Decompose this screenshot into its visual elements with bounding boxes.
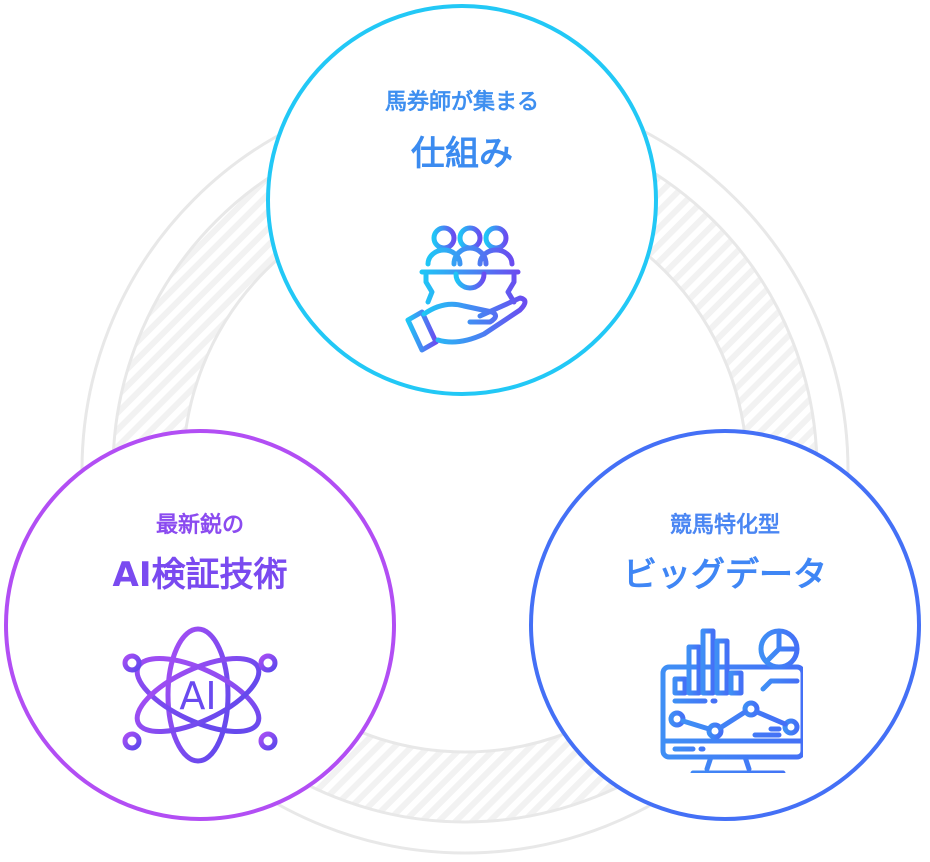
node-title: AI検証技術 bbox=[112, 555, 288, 595]
node-title: 仕組み bbox=[411, 134, 513, 174]
node-title: ビッグデータ bbox=[623, 555, 827, 595]
ai-atom-icon: AI bbox=[122, 626, 278, 764]
node-subtitle: 最新鋭の bbox=[155, 513, 244, 538]
node-subtitle: 競馬特化型 bbox=[669, 513, 780, 538]
node-ai: 最新鋭の AI検証技術 AI bbox=[4, 429, 396, 821]
node-mechanism: 馬券師が集まる 仕組み bbox=[266, 4, 658, 396]
people-gear-hand-icon bbox=[405, 225, 528, 353]
node-bigdata: 競馬特化型 ビッグデータ bbox=[529, 429, 921, 821]
monitor-chart-icon bbox=[660, 628, 803, 773]
ai-label: AI bbox=[179, 674, 216, 718]
node-subtitle: 馬券師が集まる bbox=[384, 90, 539, 115]
